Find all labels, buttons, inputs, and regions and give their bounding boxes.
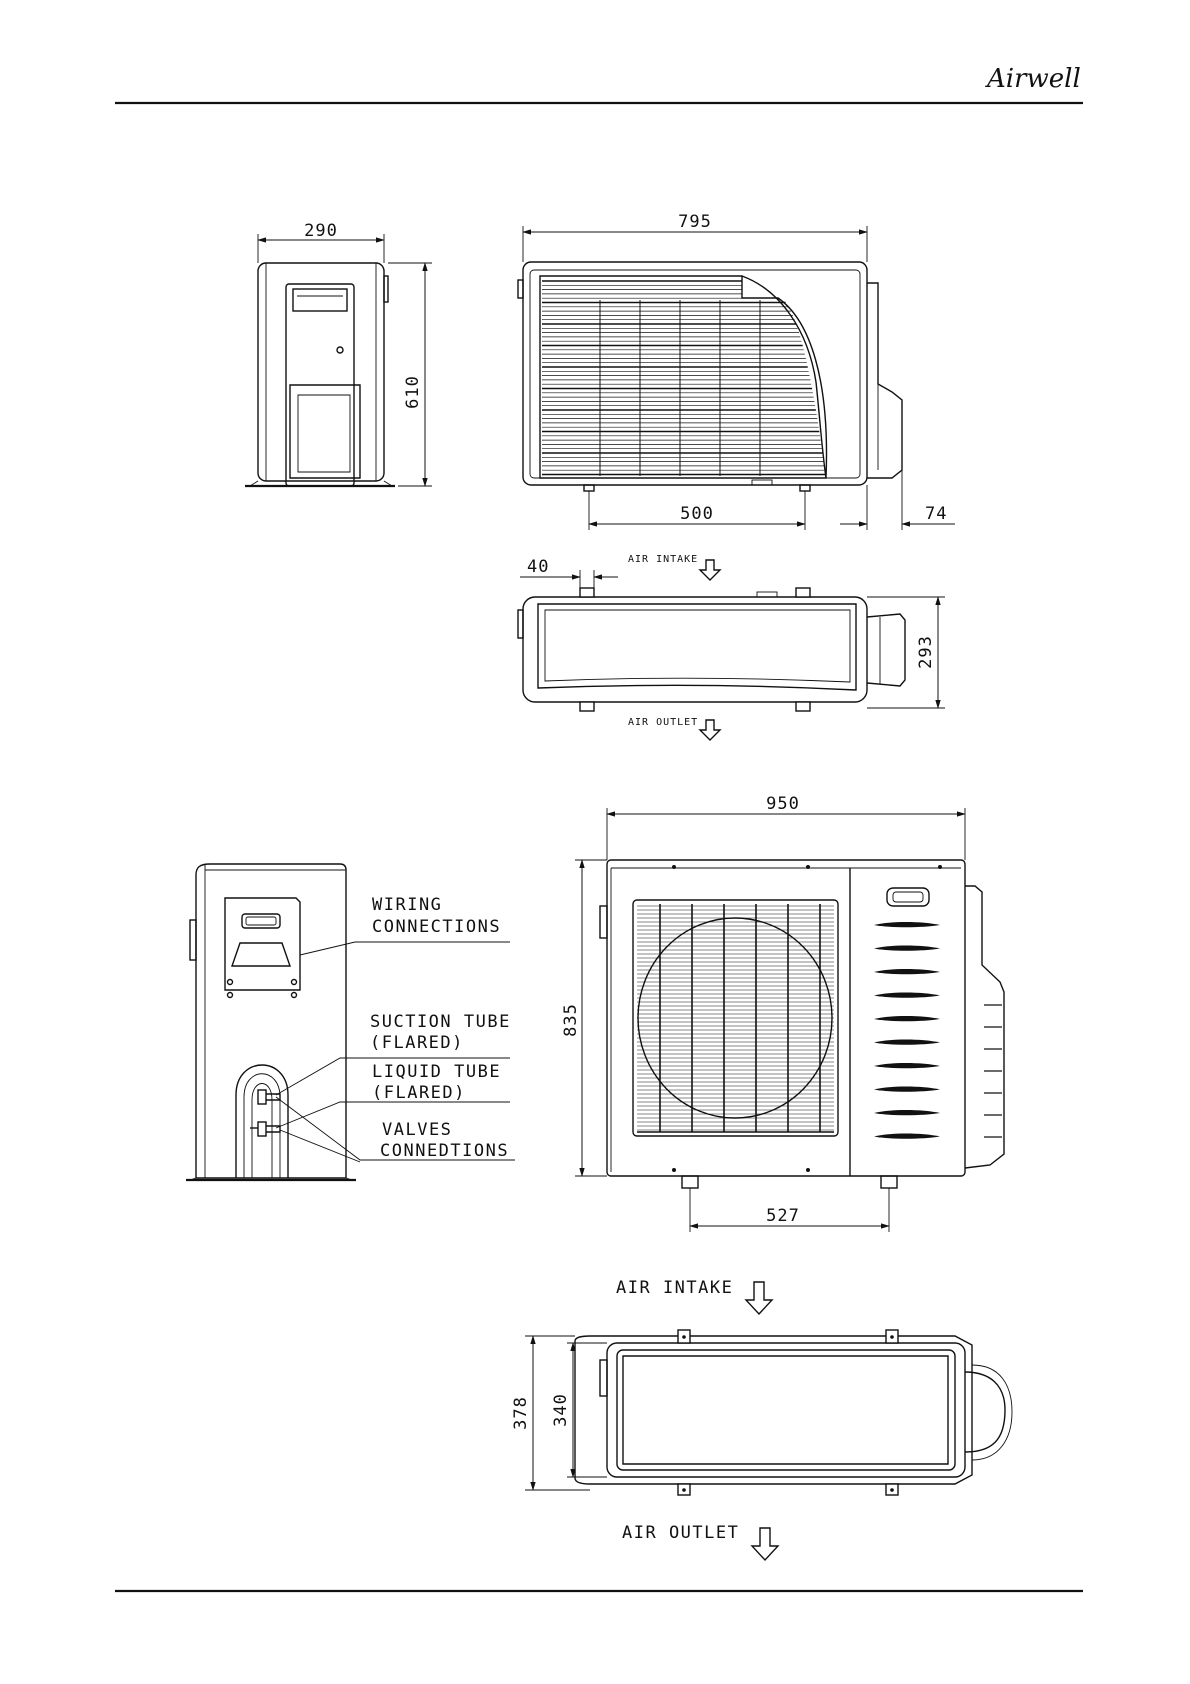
small-unit-side-view (245, 263, 395, 486)
suction-label-line1: SUCTION TUBE (370, 1012, 511, 1032)
dim-protrusion-74: 74 (925, 504, 947, 524)
dim-body-depth-340: 340 (551, 1393, 571, 1427)
large-unit-side-view (186, 864, 356, 1180)
dim-foot-offset-40: 40 (527, 557, 549, 577)
suction-label-line2: (FLARED) (370, 1033, 464, 1053)
dim-width-795: 795 (678, 212, 712, 232)
large-air-outlet-arrow-icon (752, 1528, 778, 1560)
large-air-outlet-label: AIR OUTLET (622, 1523, 739, 1543)
small-air-intake-arrow-icon (700, 560, 720, 580)
large-air-intake-label: AIR INTAKE (616, 1278, 733, 1298)
dim-width-950: 950 (766, 794, 800, 814)
large-unit-front-view (600, 860, 1004, 1188)
dim-height-610: 610 (403, 375, 423, 409)
valves-label-line1: VALVES (382, 1120, 452, 1140)
large-unit-top-view (575, 1330, 1012, 1495)
small-unit-front-view (518, 262, 902, 491)
small-air-intake-label: AIR INTAKE (628, 554, 698, 565)
dim-depth-290: 290 (304, 221, 338, 241)
liquid-label-line2: (FLARED) (372, 1083, 466, 1103)
dim-height-835: 835 (561, 1003, 581, 1037)
wiring-label-line1: WIRING (372, 895, 442, 915)
liquid-label-line1: LIQUID TUBE (372, 1062, 501, 1082)
dim-foot-spacing-527: 527 (766, 1206, 800, 1226)
small-air-outlet-arrow-icon (700, 720, 720, 740)
valves-label-line2: CONNEDTIONS (380, 1141, 509, 1161)
large-air-intake-arrow-icon (746, 1282, 772, 1314)
dim-depth-378: 378 (511, 1396, 531, 1430)
dim-foot-spacing-500: 500 (680, 504, 714, 524)
small-unit-top-view (518, 588, 905, 711)
dim-top-depth-293: 293 (916, 635, 936, 669)
wiring-label-line2: CONNECTIONS (372, 917, 501, 937)
brand-logo: Airwell (985, 64, 1081, 94)
small-air-outlet-label: AIR OUTLET (628, 717, 698, 728)
